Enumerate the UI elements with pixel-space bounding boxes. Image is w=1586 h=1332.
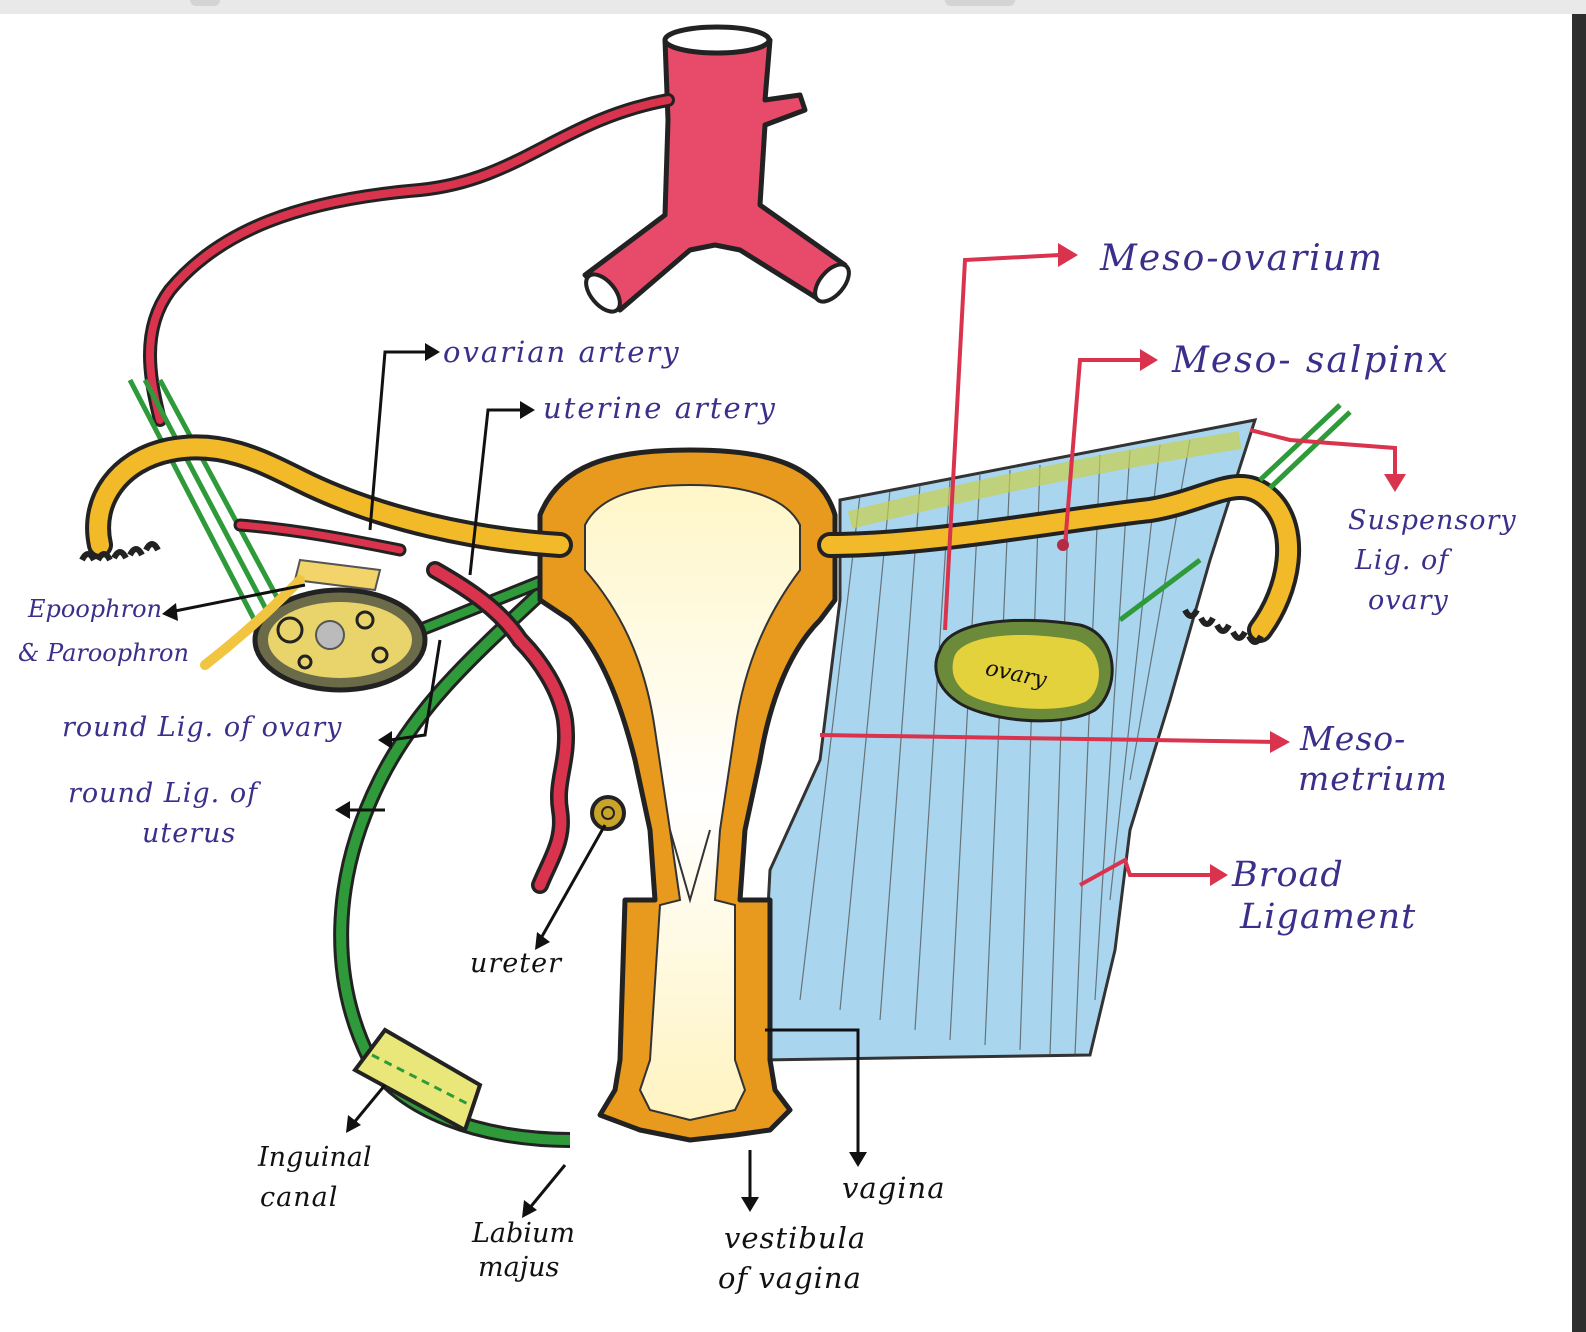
label-uterine-artery: uterine artery	[543, 391, 777, 425]
label-broad-1: Broad	[1232, 855, 1344, 895]
label-epoophron-2: & Paroophron	[18, 639, 189, 667]
uterine-tube-right	[817, 474, 1302, 645]
label-vagina: vagina	[842, 1171, 946, 1205]
tab-marker	[190, 0, 220, 6]
label-mesometrium-2: metrium	[1298, 759, 1448, 798]
label-suspensory-3: ovary	[1368, 585, 1449, 616]
aorta	[582, 24, 851, 314]
label-round-ligament-ovary: round Lig. of ovary	[62, 712, 343, 743]
tab-marker	[945, 0, 1015, 6]
scroll-edge	[1572, 14, 1586, 1332]
inguinal-canal	[352, 1027, 483, 1133]
ovary-left	[252, 587, 428, 693]
label-suspensory-1: Suspensory	[1348, 505, 1517, 536]
label-vestibula-2: of vagina	[718, 1261, 862, 1295]
arrowheads-red	[1058, 243, 1406, 886]
label-meso-salpinx: Meso- salpinx	[1172, 340, 1450, 381]
label-ureter: ureter	[470, 948, 563, 979]
label-mesometrium-1: Meso-	[1300, 719, 1407, 758]
label-ovarian-artery: ovarian artery	[443, 335, 681, 369]
label-inguinal-1: Inguinal	[258, 1142, 372, 1173]
label-labium-1: Labium	[472, 1218, 575, 1249]
label-broad-2: Ligament	[1240, 897, 1417, 937]
label-round-ligament-uterus-2: uterus	[142, 818, 237, 849]
label-labium-2: majus	[478, 1252, 560, 1283]
meso-salpinx-pointer-dot	[1057, 539, 1069, 551]
label-epoophron-1: Epoophron	[28, 595, 162, 623]
label-round-ligament-uterus-1: round Lig. of	[68, 778, 259, 809]
label-suspensory-2: Lig. of	[1355, 545, 1450, 576]
uterus	[537, 447, 838, 1143]
label-inguinal-2: canal	[260, 1182, 339, 1213]
label-meso-ovarium: Meso-ovarium	[1100, 238, 1384, 279]
ureter	[590, 795, 626, 831]
broad-ligament	[758, 418, 1258, 1062]
arrowheads-black	[162, 343, 867, 1218]
ovarian-artery-vessel	[143, 93, 675, 427]
leader-lines-red	[819, 253, 1397, 887]
label-vestibula-1: vestibula	[724, 1221, 867, 1255]
uterine-tube-left	[79, 434, 573, 562]
ovary-right	[934, 618, 1114, 723]
leader-lines-black	[169, 350, 860, 1211]
